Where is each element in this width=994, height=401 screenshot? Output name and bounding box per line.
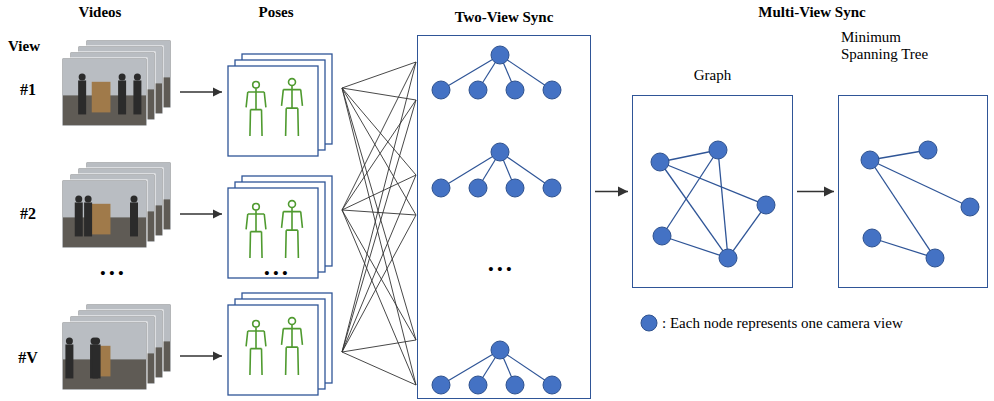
view-node bbox=[961, 198, 979, 216]
panel-heading: Two-View Sync bbox=[418, 9, 590, 26]
legend-text: : Each node represents one camera view bbox=[662, 315, 903, 332]
pair-tree bbox=[432, 46, 561, 99]
sync-panel: Minimum Spanning Tree bbox=[838, 95, 988, 288]
sync-panel: Graph bbox=[632, 95, 793, 288]
column-header: Videos bbox=[79, 4, 122, 21]
video-stack bbox=[62, 304, 171, 390]
ellipsis: • • • bbox=[488, 261, 511, 278]
view-node bbox=[919, 141, 937, 159]
view-node bbox=[491, 143, 509, 161]
panel-heading: Minimum Spanning Tree bbox=[841, 29, 946, 64]
view-label: View bbox=[8, 38, 40, 55]
view-node bbox=[926, 249, 944, 267]
panel-heading: Graph bbox=[633, 67, 792, 84]
view-node bbox=[432, 179, 450, 197]
view-node bbox=[432, 81, 450, 99]
view-node bbox=[469, 376, 487, 394]
view-label: #1 bbox=[20, 81, 36, 99]
pose-skeleton bbox=[282, 318, 303, 375]
pose-stack bbox=[228, 54, 332, 156]
column-header: Poses bbox=[259, 4, 294, 21]
view-node bbox=[506, 81, 524, 99]
pair-lines bbox=[342, 62, 416, 385]
legend-swatch bbox=[640, 314, 658, 332]
flow-arrow bbox=[595, 191, 628, 193]
spanning-tree bbox=[861, 141, 979, 267]
view-node bbox=[719, 249, 737, 267]
ellipsis: • • • bbox=[264, 265, 287, 282]
view-node bbox=[491, 46, 509, 64]
view-node bbox=[709, 141, 727, 159]
view-node bbox=[432, 376, 450, 394]
view-node bbox=[861, 151, 879, 169]
pose-skeleton bbox=[246, 82, 266, 136]
pair-tree bbox=[432, 341, 561, 394]
view-node bbox=[469, 179, 487, 197]
view-node bbox=[506, 376, 524, 394]
pose-stack bbox=[228, 293, 332, 395]
view-node bbox=[757, 196, 775, 214]
pose-skeleton bbox=[282, 201, 303, 258]
video-frame bbox=[62, 180, 147, 248]
legend-row: : Each node represents one camera view bbox=[640, 314, 903, 332]
view-node bbox=[653, 227, 671, 245]
pose-frame bbox=[228, 66, 318, 156]
pose-frame bbox=[228, 305, 318, 395]
pose-stack bbox=[228, 176, 332, 278]
pose-skeleton bbox=[246, 204, 266, 258]
pose-skeleton bbox=[246, 321, 266, 375]
view-label: #2 bbox=[20, 205, 36, 223]
pair-tree bbox=[432, 143, 561, 197]
view-node bbox=[651, 153, 669, 171]
pose-frame bbox=[228, 188, 318, 278]
view-graph bbox=[651, 141, 775, 267]
view-node bbox=[543, 179, 561, 197]
sync-panel: Two-View Sync bbox=[417, 35, 591, 399]
view-node bbox=[543, 376, 561, 394]
video-frame bbox=[62, 322, 147, 390]
video-frame bbox=[62, 58, 147, 126]
video-stack bbox=[62, 162, 171, 248]
view-node bbox=[863, 229, 881, 247]
ellipsis: • • • bbox=[100, 265, 123, 282]
flow-arrow bbox=[180, 213, 222, 214]
view-node bbox=[469, 81, 487, 99]
column-header: Multi-View Sync bbox=[758, 4, 865, 21]
flow-arrow bbox=[180, 91, 222, 92]
view-node bbox=[543, 81, 561, 99]
view-label: #V bbox=[18, 349, 38, 367]
view-node bbox=[491, 341, 509, 359]
pose-skeleton bbox=[282, 79, 303, 136]
video-stack bbox=[62, 40, 171, 126]
flow-arrow bbox=[797, 191, 834, 193]
view-node bbox=[506, 179, 524, 197]
flow-arrow bbox=[180, 355, 222, 356]
